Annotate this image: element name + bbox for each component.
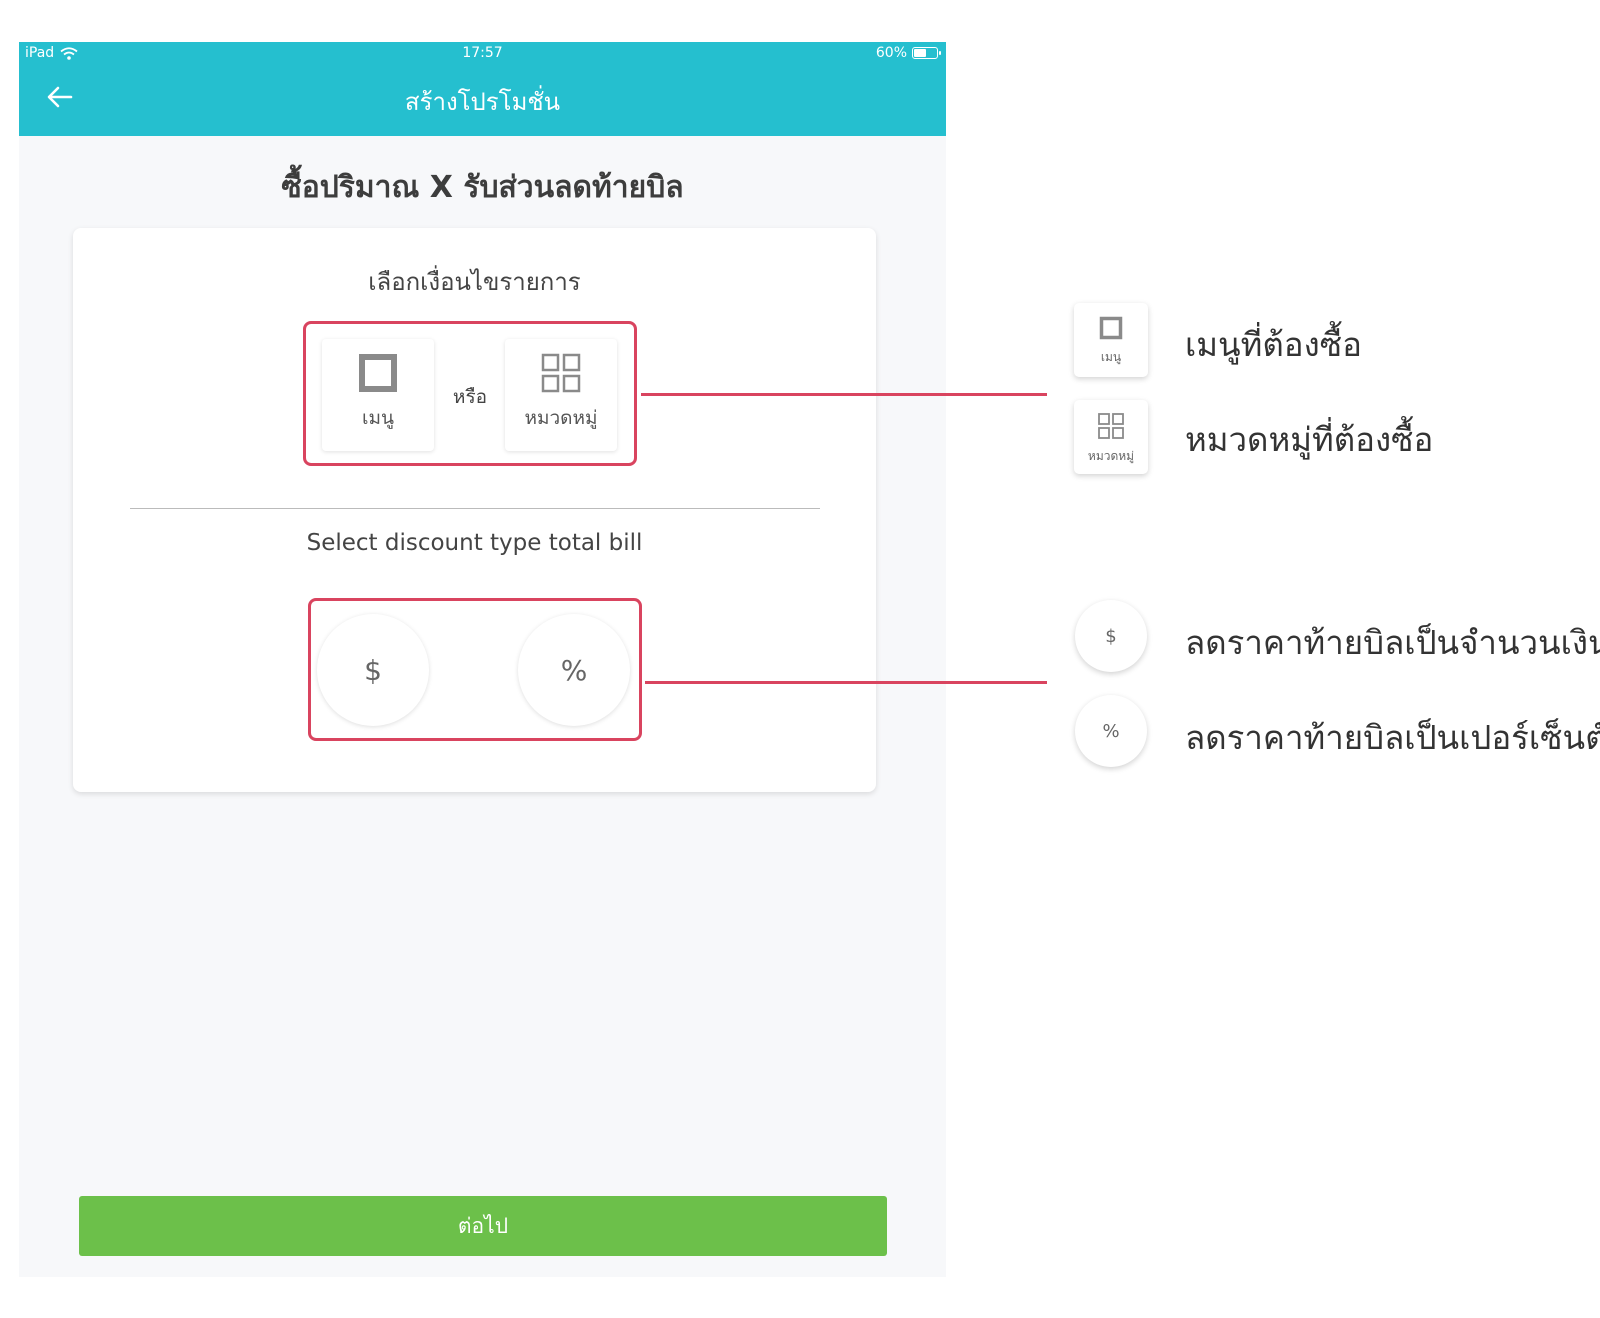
page-title: ซื้อปริมาณ X รับส่วนลดท้ายบิล xyxy=(281,170,684,205)
legend-amount-circle: $ xyxy=(1075,600,1147,672)
discount-type-label: Select discount type total bill xyxy=(306,530,643,556)
condition-label: เลือกเงื่อนไขรายการ xyxy=(368,268,581,296)
grid-icon xyxy=(1098,413,1124,439)
status-time: 17:57 xyxy=(462,45,503,61)
grid-icon xyxy=(541,353,581,393)
condition-callout-line xyxy=(641,393,1047,396)
status-bar-right: 60% xyxy=(875,45,941,61)
wifi-icon xyxy=(60,46,78,60)
or-text: หรือ xyxy=(452,386,488,408)
header-title: สร้างโปรโมชั่น xyxy=(404,88,561,116)
square-icon xyxy=(359,354,397,392)
promotion-card: เลือกเงื่อนไขรายการ เมนู หรือ หมวดหมู่ S xyxy=(73,228,876,792)
status-bar-left: iPad xyxy=(25,45,78,61)
ipad-screen: iPad 17:57 60% สร้างโปรโมชั่น ซื้อปริมาณ… xyxy=(19,42,946,1277)
legend-category-text: หมวดหมู่ที่ต้องซื้อ xyxy=(1185,420,1434,459)
legend-category-tile: หมวดหมู่ xyxy=(1074,400,1148,474)
battery-level xyxy=(914,49,926,57)
menu-option-button[interactable]: เมนู xyxy=(322,339,434,451)
next-button[interactable]: ต่อไป xyxy=(79,1196,887,1256)
category-option-button[interactable]: หมวดหมู่ xyxy=(505,339,617,451)
legend-amount-text: ลดราคาท้ายบิลเป็นจำนวนเงิน xyxy=(1185,623,1600,662)
battery-icon xyxy=(912,47,941,59)
device-name: iPad xyxy=(25,45,55,61)
section-divider xyxy=(130,508,820,509)
battery-percent: 60% xyxy=(875,45,907,61)
discount-callout-line xyxy=(645,681,1047,684)
legend-menu-tile-label: เมนู xyxy=(1100,350,1122,364)
legend-menu-tile: เมนู xyxy=(1074,303,1148,377)
legend-menu-text: เมนูที่ต้องซื้อ xyxy=(1185,325,1362,364)
condition-options-highlight: เมนู หรือ หมวดหมู่ xyxy=(303,321,637,466)
menu-option-label: เมนู xyxy=(361,407,394,429)
category-option-label: หมวดหมู่ xyxy=(524,407,598,429)
back-button[interactable] xyxy=(43,82,77,112)
amount-discount-button[interactable]: $ xyxy=(317,614,429,726)
legend-category-tile-label: หมวดหมู่ xyxy=(1087,449,1135,463)
square-icon xyxy=(1099,316,1123,340)
back-arrow-icon xyxy=(47,86,73,108)
legend-percent-text: ลดราคาท้ายบิลเป็นเปอร์เซ็นต์ xyxy=(1185,718,1600,757)
app-header: iPad 17:57 60% สร้างโปรโมชั่น xyxy=(19,42,946,136)
legend-percent-circle: % xyxy=(1075,695,1147,767)
percent-discount-button[interactable]: % xyxy=(518,614,630,726)
discount-options-highlight: $ % xyxy=(308,598,642,741)
